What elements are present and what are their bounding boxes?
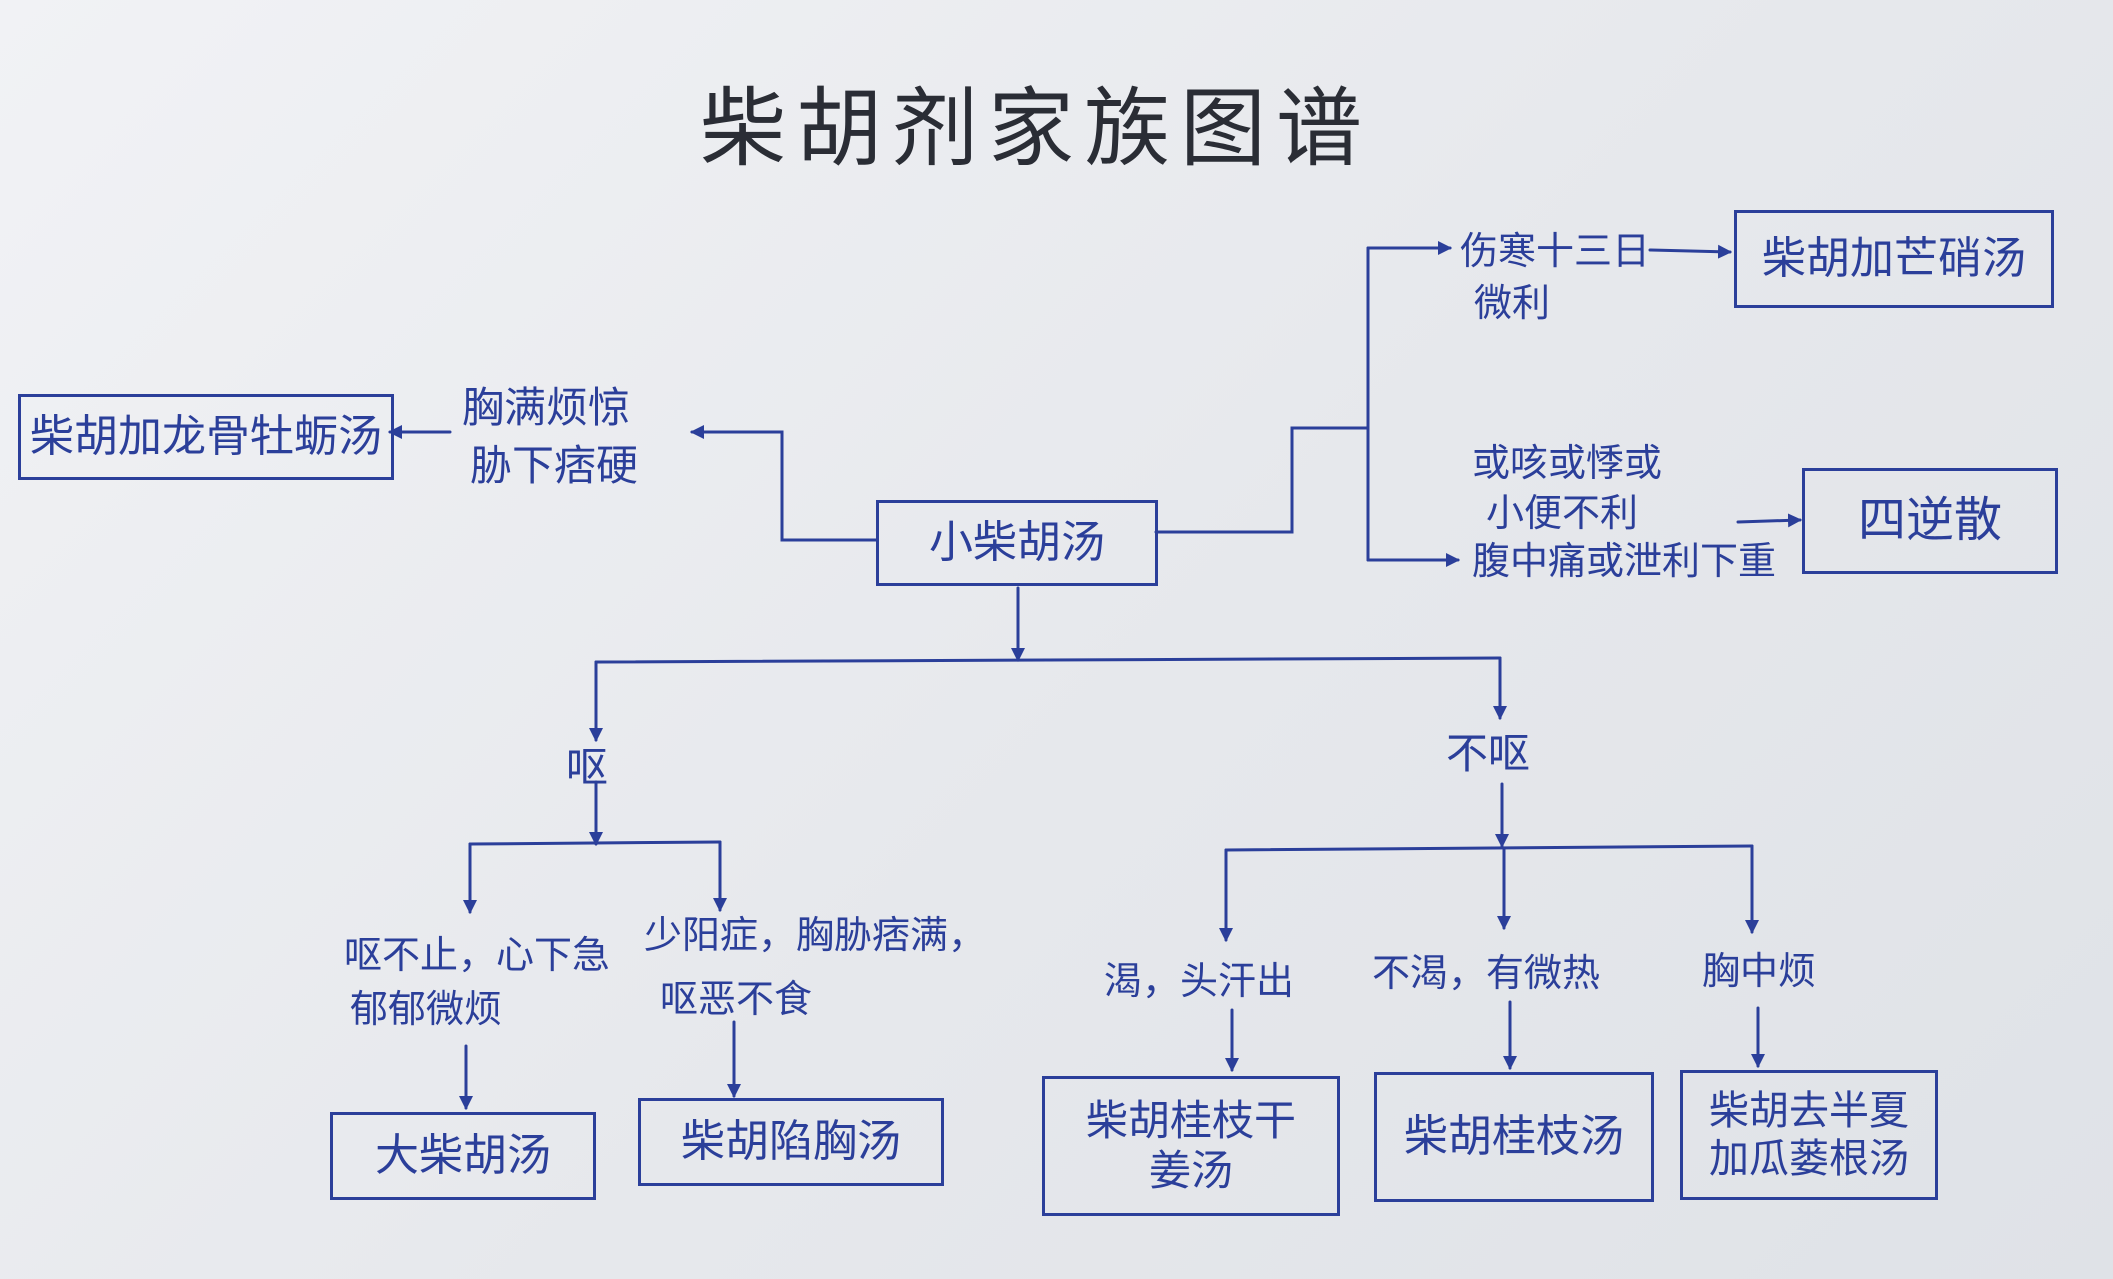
diagram-title: 柴胡剂家族图谱 [700, 79, 1372, 179]
tr-condition-1: 伤寒十三日 [1460, 229, 1651, 273]
cond-c2-line1: 少阳症，胸胁痞满， [644, 913, 987, 957]
node-mr-label: 四逆散 [1857, 492, 2002, 549]
mr-condition-3: 腹中痛或泄利下重 [1472, 539, 1777, 583]
line-buou-horizontal [1224, 844, 1754, 852]
cond-c5: 胸中烦 [1702, 949, 1817, 993]
line-ou-horizontal [468, 840, 722, 846]
tr-condition-2: 微利 [1474, 281, 1551, 325]
node-b3-box: 柴胡桂枝干姜汤 [1042, 1076, 1340, 1216]
mr-condition-1: 或咳或悸或 [1472, 441, 1663, 485]
node-center-label: 小柴胡汤 [929, 516, 1105, 568]
cond-c2-line2: 呕恶不食 [660, 977, 813, 1021]
line-center-left [690, 425, 878, 542]
cond-c3: 渴，头汗出 [1104, 959, 1295, 1003]
node-b2-label: 柴胡陷胸汤 [681, 1115, 901, 1167]
mr-condition-2: 小便不利 [1486, 491, 1639, 535]
node-b2-box: 柴胡陷胸汤 [638, 1098, 944, 1186]
cond-c4: 不渴，有微热 [1372, 951, 1601, 995]
node-b3-label: 柴胡桂枝干姜汤 [1085, 1095, 1296, 1195]
node-tr-label: 柴胡加芒硝汤 [1762, 232, 2026, 284]
cond-c1-line1: 呕不止，心下急 [344, 933, 611, 977]
left-condition-1: 胸满烦惊 [462, 383, 631, 432]
line-tr-to-box [1648, 244, 1732, 259]
node-b5-label: 柴胡去半夏加瓜蒌根汤 [1709, 1088, 1909, 1182]
left-condition-2: 胁下痞硬 [470, 441, 639, 490]
node-tr-box: 柴胡加芒硝汤 [1734, 210, 2054, 308]
node-b4-box: 柴胡桂枝汤 [1374, 1072, 1654, 1202]
line-mr-to-box [1736, 513, 1802, 528]
line-main-horizontal [594, 656, 1502, 664]
node-center-box: 小柴胡汤 [876, 500, 1158, 586]
node-b1-box: 大柴胡汤 [330, 1112, 596, 1200]
cond-c1-line2: 郁郁微烦 [350, 987, 503, 1031]
line-center-right [1154, 426, 1370, 534]
node-b5-box: 柴胡去半夏加瓜蒌根汤 [1680, 1070, 1938, 1200]
node-left-label: 柴胡加龙骨牡蛎汤 [30, 410, 382, 462]
node-left-box: 柴胡加龙骨牡蛎汤 [18, 394, 394, 480]
node-mr-box: 四逆散 [1802, 468, 2058, 574]
node-b1-label: 大柴胡汤 [375, 1129, 551, 1181]
node-b4-label: 柴胡桂枝汤 [1404, 1110, 1624, 1162]
branch-ou-label: 呕 [566, 743, 609, 792]
branch-buou-label: 不呕 [1446, 729, 1531, 778]
